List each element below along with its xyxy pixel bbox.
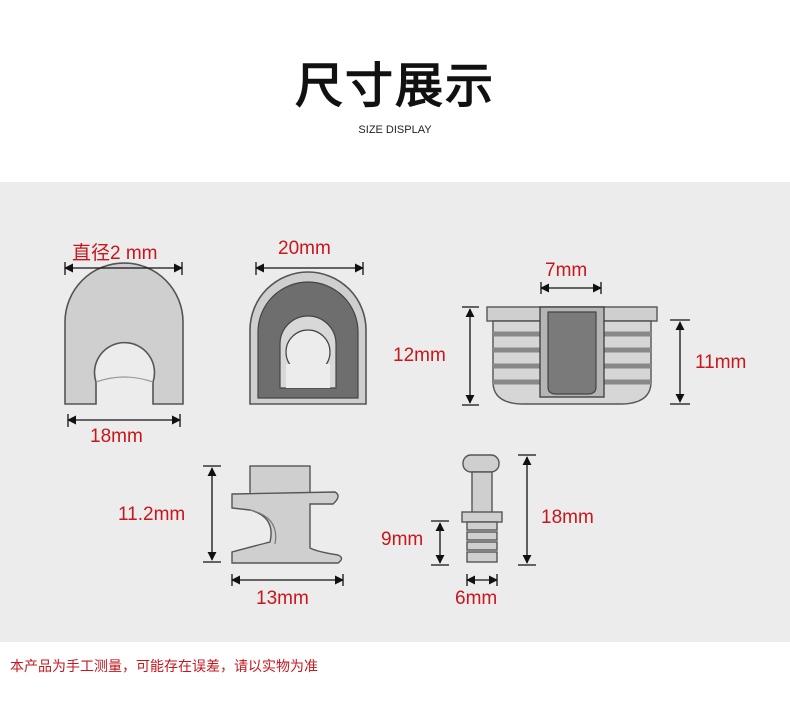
- parts-illustration: [64, 262, 690, 586]
- page-title: 尺寸展示: [294, 58, 495, 114]
- label-part5-small-height: 9mm: [381, 529, 424, 550]
- label-part4-width: 13mm: [256, 588, 309, 609]
- measurement-disclaimer: 本产品为手工测量，可能存在误差，请以实物为准: [10, 659, 318, 675]
- label-part3-left-height: 12mm: [393, 345, 446, 366]
- part-2-dimension-lines: [255, 262, 364, 275]
- label-part1-width: 18mm: [90, 426, 143, 447]
- part-1-dimension-lines: [64, 262, 183, 427]
- page-subtitle: SIZE DISPLAY: [358, 124, 432, 136]
- label-part3-inner: 7mm: [545, 260, 588, 281]
- label-part3-right-height: 11mm: [695, 352, 747, 373]
- label-part5-width: 6mm: [455, 588, 498, 609]
- part-5-dimension-lines: [431, 454, 536, 586]
- part-3-block: [486, 306, 658, 405]
- part-5-pin: [461, 454, 503, 563]
- part-4-side-clip: [231, 465, 343, 564]
- label-part2-width: 20mm: [278, 238, 331, 259]
- part-4-dimension-lines: [203, 465, 344, 586]
- label-part4-height: 11.2mm: [118, 504, 186, 525]
- part-1-clip-light: [64, 262, 184, 405]
- label-part1-diameter: 直径2 mm: [72, 243, 158, 264]
- part-2-clip-dark: [249, 271, 367, 405]
- label-part5-height: 18mm: [541, 507, 594, 528]
- part-3-dimension-lines: [462, 282, 690, 406]
- size-display-panel: 直径2 mm 18mm 20mm 7mm 12mm 11mm 11.2mm 13…: [0, 182, 790, 642]
